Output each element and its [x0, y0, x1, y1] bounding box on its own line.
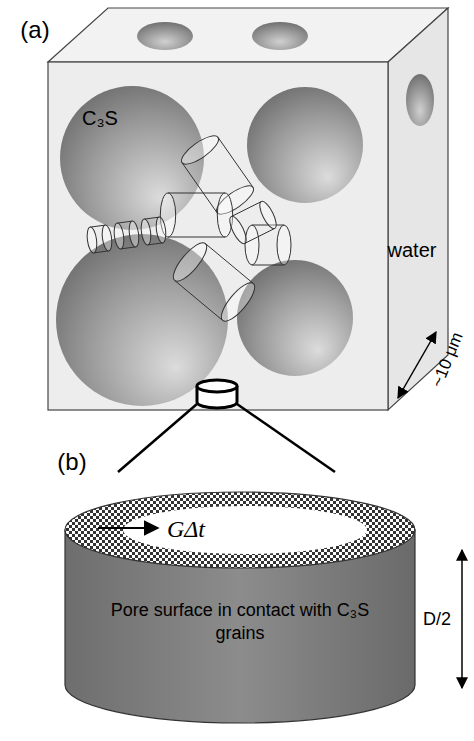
pore-throat-end: [257, 199, 280, 231]
growth-arrow: [98, 527, 158, 529]
hydrate-layer: [65, 492, 415, 568]
c3s-grain: [56, 234, 228, 406]
cube-top: [48, 8, 448, 62]
pore-throat-end: [86, 227, 98, 254]
cube-side: [388, 8, 448, 410]
cube-front: [48, 62, 388, 410]
pore-hole: [252, 22, 308, 50]
pore-surface-box: Pore surface in contact with C₃S grains: [110, 599, 370, 646]
pore-throat-end: [217, 193, 232, 237]
dimension-label: D/2: [423, 610, 451, 630]
c3s-grain: [247, 87, 363, 203]
pore-throat-end: [128, 221, 140, 248]
pore-throat: [86, 225, 113, 254]
panel-label: (b): [57, 449, 86, 475]
dimension-arrow: [461, 550, 463, 688]
growth-label: GΔt: [167, 516, 205, 542]
pore-throat-side: [168, 193, 225, 237]
pore-throat-end: [227, 214, 250, 246]
pore-throat-end: [113, 223, 125, 250]
zoom-line: [118, 404, 197, 472]
pore-throat-zoom: [197, 380, 237, 392]
c3s-grain: [237, 260, 353, 376]
pore-throat: [113, 221, 140, 250]
node-text: Pore surface in contact with C₃S grains: [110, 599, 370, 646]
pore-throat-end: [168, 238, 212, 286]
pore-throat: [140, 217, 167, 246]
pore-space: [123, 506, 367, 554]
pore-throat-end: [101, 225, 113, 252]
dimension-arrow: [398, 332, 436, 398]
panel-label: (a): [20, 17, 49, 43]
pore-throats: [86, 131, 291, 326]
pore-hole: [406, 74, 434, 126]
pore-throat-end: [277, 225, 291, 265]
zoom-line: [237, 404, 335, 472]
pore-throat-end: [245, 225, 259, 265]
pore-throat: [227, 199, 280, 246]
pore-throat-end: [140, 219, 152, 246]
pore-throat: [160, 193, 232, 237]
pore-throat: [245, 225, 291, 265]
pore-throat-end: [155, 217, 167, 244]
region-label: water: [388, 239, 437, 261]
pore-throat-end: [216, 278, 260, 326]
pore-hole: [137, 22, 193, 50]
pore-throat-end: [178, 131, 223, 169]
material-label: C₃S: [82, 107, 118, 129]
